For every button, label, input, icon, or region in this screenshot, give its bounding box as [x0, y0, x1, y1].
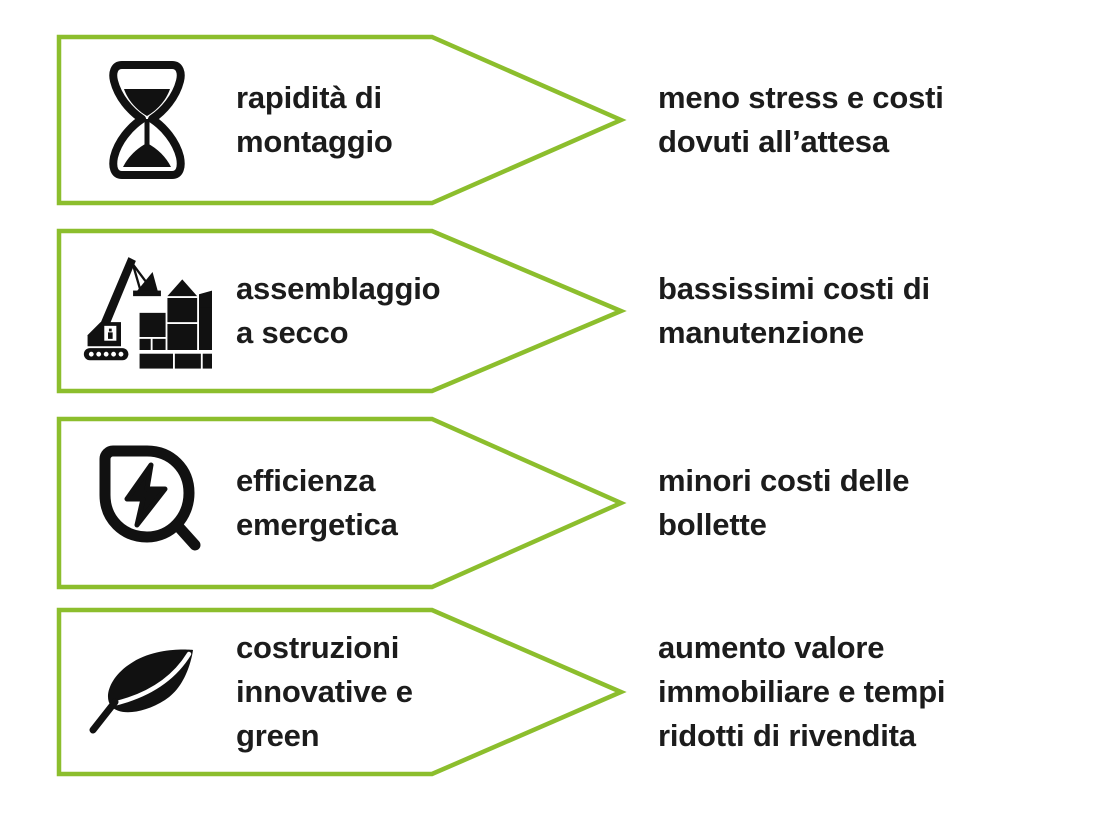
benefit-text-line: aumento valore [658, 630, 885, 665]
feature-label: assemblaggio a secco [236, 229, 466, 393]
benefit-text: aumento valore immobiliare e tempi ridot… [658, 608, 1058, 776]
feature-label: efficienza emergetica [236, 417, 466, 589]
icon-container [82, 229, 212, 393]
feature-label-line: innovative e [236, 674, 413, 709]
feature-label-line: assemblaggio [236, 271, 441, 306]
feature-label-line: costruzioni [236, 630, 400, 665]
benefit-text-line: manutenzione [658, 315, 865, 350]
benefit-text-line: ridotti di rivendita [658, 718, 916, 753]
benefit-text-line: minori costi delle [658, 463, 910, 498]
leaf-icon [89, 649, 193, 734]
feature-label-line: montaggio [236, 124, 393, 159]
chevron-banner [57, 35, 623, 205]
energy-leaf-magnifier-icon [99, 445, 201, 551]
benefit-row: assemblaggio a secco bassissimi costi di… [0, 229, 1094, 393]
benefit-row: costruzioni innovative e green aumento v… [0, 608, 1094, 776]
hourglass-icon [109, 61, 185, 179]
crane-construction-icon [83, 257, 212, 369]
benefit-row: efficienza emergetica minori costi delle… [0, 417, 1094, 589]
icon-container [82, 608, 212, 776]
benefit-text-line: dovuti all’attesa [658, 124, 889, 159]
benefit-text: bassissimi costi di manutenzione [658, 229, 1058, 393]
benefit-text: minori costi delle bollette [658, 417, 1058, 589]
benefit-text: meno stress e costi dovuti all’attesa [658, 35, 1058, 205]
feature-label-line: efficienza [236, 463, 376, 498]
feature-label: costruzioni innovative e green [236, 608, 466, 776]
feature-label: rapidità di montaggio [236, 35, 466, 205]
feature-label-line: a secco [236, 315, 349, 350]
feature-label-line: green [236, 718, 320, 753]
feature-label-line: rapidità di [236, 80, 382, 115]
feature-label-line: emergetica [236, 507, 398, 542]
benefit-text-line: meno stress e costi [658, 80, 944, 115]
benefit-text-line: bassissimi costi di [658, 271, 930, 306]
chevron-banner [57, 608, 623, 776]
benefit-row: rapidità di montaggio meno stress e cost… [0, 35, 1094, 205]
icon-container [82, 417, 212, 589]
benefit-text-line: immobiliare e tempi [658, 674, 946, 709]
icon-container [82, 35, 212, 205]
benefit-text-line: bollette [658, 507, 767, 542]
chevron-banner [57, 229, 623, 393]
